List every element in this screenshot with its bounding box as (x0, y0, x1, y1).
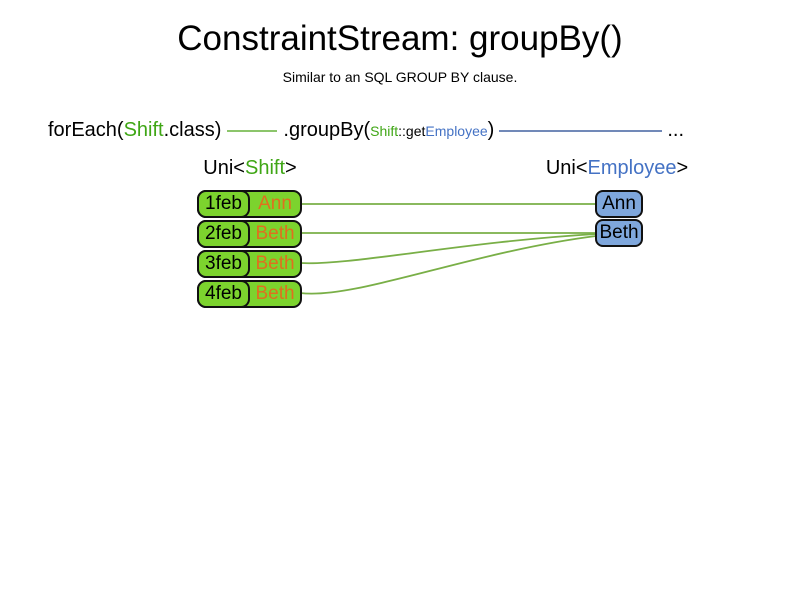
code-groupby-class: Shift (370, 123, 399, 139)
code-groupby-target: Employee (425, 123, 488, 139)
connector-3feb-beth (299, 233, 597, 265)
right-label-suffix: > (676, 157, 689, 179)
foreach-to-groupby-line (227, 129, 278, 132)
right-label-type: Employee (587, 157, 677, 179)
shift-row: Ann 1feb (197, 190, 302, 218)
shift-employee-cell: Beth (255, 253, 295, 274)
right-stream-label: Uni<Employee> (517, 157, 717, 180)
code-ellipsis: ... (667, 119, 685, 141)
shift-employee-cell: Beth (255, 283, 295, 304)
shift-date-cell: 2feb (197, 220, 250, 248)
code-groupby-suffix: ) (487, 119, 495, 141)
shift-row: Beth 4feb (197, 280, 302, 308)
code-line: forEach(Shift.class) .groupBy(Shift::get… (48, 119, 684, 142)
shift-date-cell: 3feb (197, 250, 250, 278)
right-label-prefix: Uni< (545, 157, 588, 179)
code-foreach-class: Shift (123, 119, 164, 141)
shift-employee-cell: Ann (258, 193, 292, 214)
code-foreach-suffix: .class) (163, 119, 222, 141)
shift-date-cell: 4feb (197, 280, 250, 308)
slide-title: ConstraintStream: groupBy() (177, 19, 623, 58)
employee-box: Beth (595, 219, 643, 247)
shift-row: Beth 2feb (197, 220, 302, 248)
employee-list: Ann Beth (595, 190, 643, 248)
left-label-prefix: Uni< (203, 157, 245, 179)
left-label-type: Shift (244, 157, 286, 179)
code-groupby-method-prefix: ::get (398, 123, 426, 139)
shift-employee-cell: Beth (255, 223, 295, 244)
code-groupby-prefix: .groupBy( (283, 119, 371, 141)
groupby-continuation-line (499, 129, 663, 132)
shift-table: Ann 1feb Beth 2feb Beth 3feb Beth 4feb (197, 190, 302, 310)
shift-date-cell: 1feb (197, 190, 250, 218)
connector-4feb-beth (299, 235, 597, 295)
code-foreach-prefix: forEach( (48, 119, 124, 141)
left-stream-label: Uni<Shift> (150, 157, 350, 180)
slide-subtitle: Similar to an SQL GROUP BY clause. (282, 69, 518, 85)
left-label-suffix: > (285, 157, 297, 179)
shift-row: Beth 3feb (197, 250, 302, 278)
employee-box: Ann (595, 190, 643, 218)
